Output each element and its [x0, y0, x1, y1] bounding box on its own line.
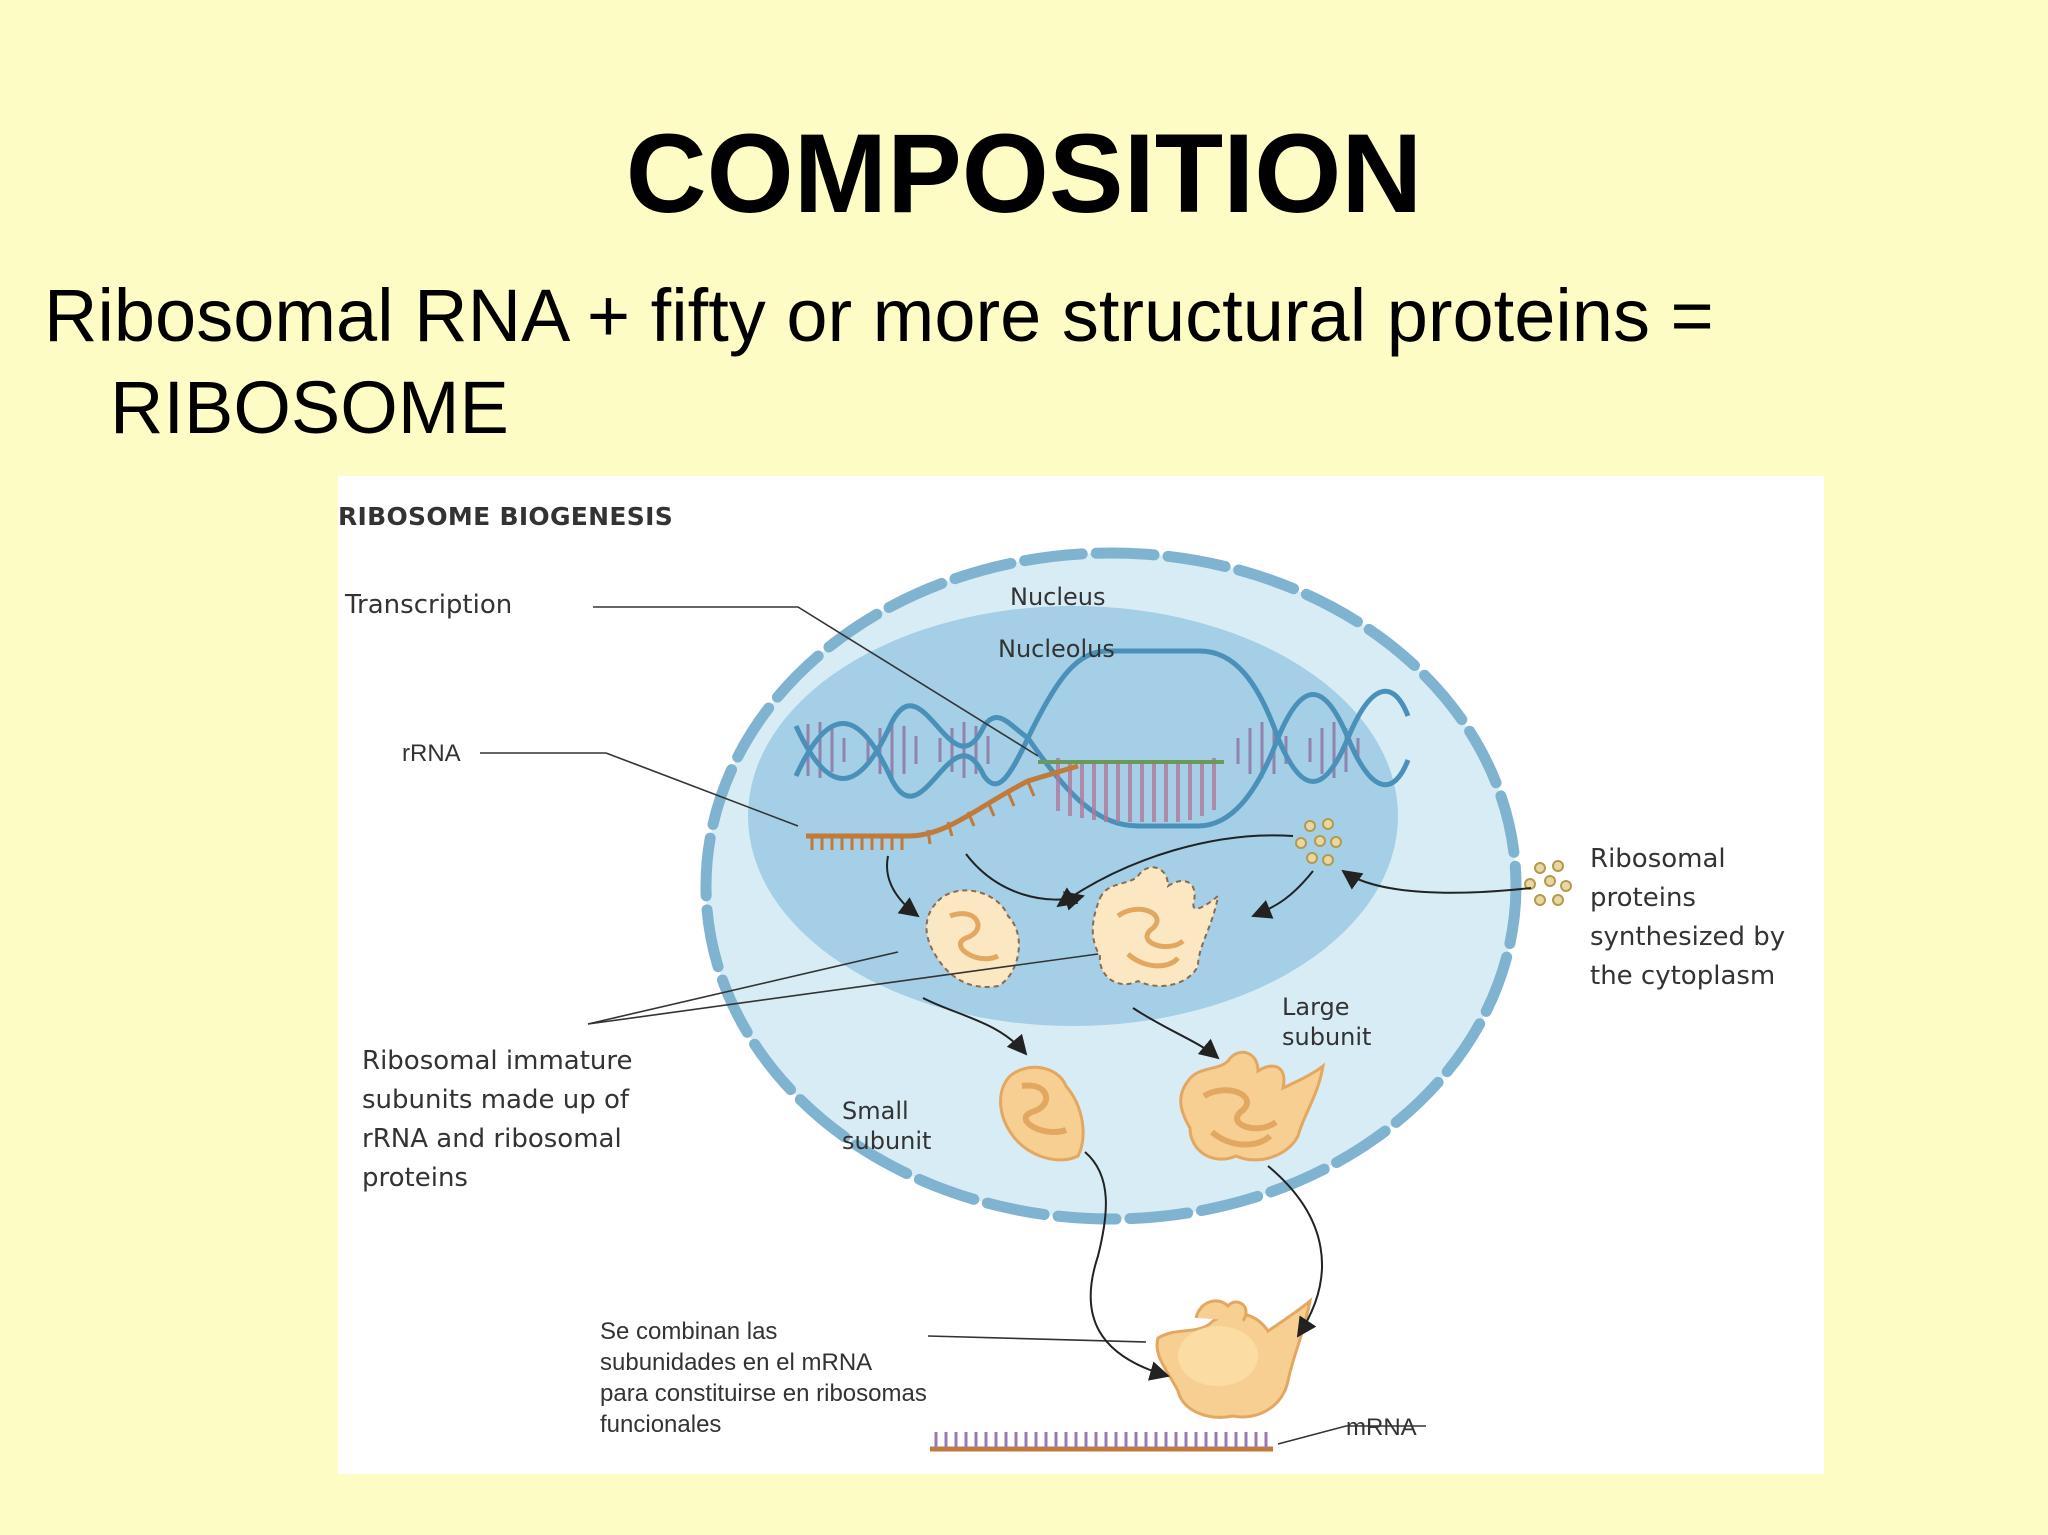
label-nucleolus: Nucleolus	[998, 635, 1115, 663]
biogenesis-diagram	[480, 547, 1572, 1452]
label-large-subunit: Large subunit	[1282, 993, 1372, 1051]
bullet-line-2: RIBOSOME	[110, 366, 509, 449]
label-rrna: rRNA	[402, 740, 461, 767]
nucleolus	[748, 606, 1398, 1026]
immature-small-subunit	[925, 889, 1020, 988]
immature-large-subunit	[1091, 866, 1220, 987]
flow-arrows	[886, 834, 1532, 1381]
label-mrna: mRNA	[1346, 1414, 1417, 1441]
small-subunit	[999, 1065, 1085, 1162]
label-ribosomal-proteins: Ribosomal proteins synthesized by the cy…	[1590, 844, 1786, 991]
figure-title: RIBOSOME BIOGENESIS	[338, 502, 673, 531]
large-subunit	[1179, 1050, 1326, 1162]
protein-dots-nucleolus	[1295, 818, 1342, 866]
label-small-subunit: Small subunit	[842, 1097, 932, 1155]
label-immature-subunits: Ribosomal immature subunits made up of r…	[362, 1046, 633, 1193]
mrna-strand	[930, 1432, 1273, 1452]
functional-ribosome	[1155, 1297, 1313, 1419]
label-transcription: Transcription	[345, 590, 513, 620]
label-combine: Se combinan las subunidades en el mRNA p…	[600, 1318, 927, 1438]
ribosome-biogenesis-figure: RIBOSOME BIOGENESIS Transcription Nucleu…	[338, 476, 1824, 1474]
protein-dots-cytoplasm	[1524, 860, 1572, 906]
slide-bullet: Ribosomal RNA + fifty or more structural…	[44, 270, 2004, 454]
bullet-line-1: Ribosomal RNA + fifty or more structural…	[44, 274, 1714, 357]
slide-title: COMPOSITION	[625, 111, 1423, 236]
leader-lines	[480, 606, 1426, 1445]
nuclear-envelope	[700, 547, 1522, 1225]
rrna-strand	[806, 763, 1079, 850]
dna-helix	[793, 648, 1411, 829]
label-nucleus: Nucleus	[1010, 583, 1106, 611]
